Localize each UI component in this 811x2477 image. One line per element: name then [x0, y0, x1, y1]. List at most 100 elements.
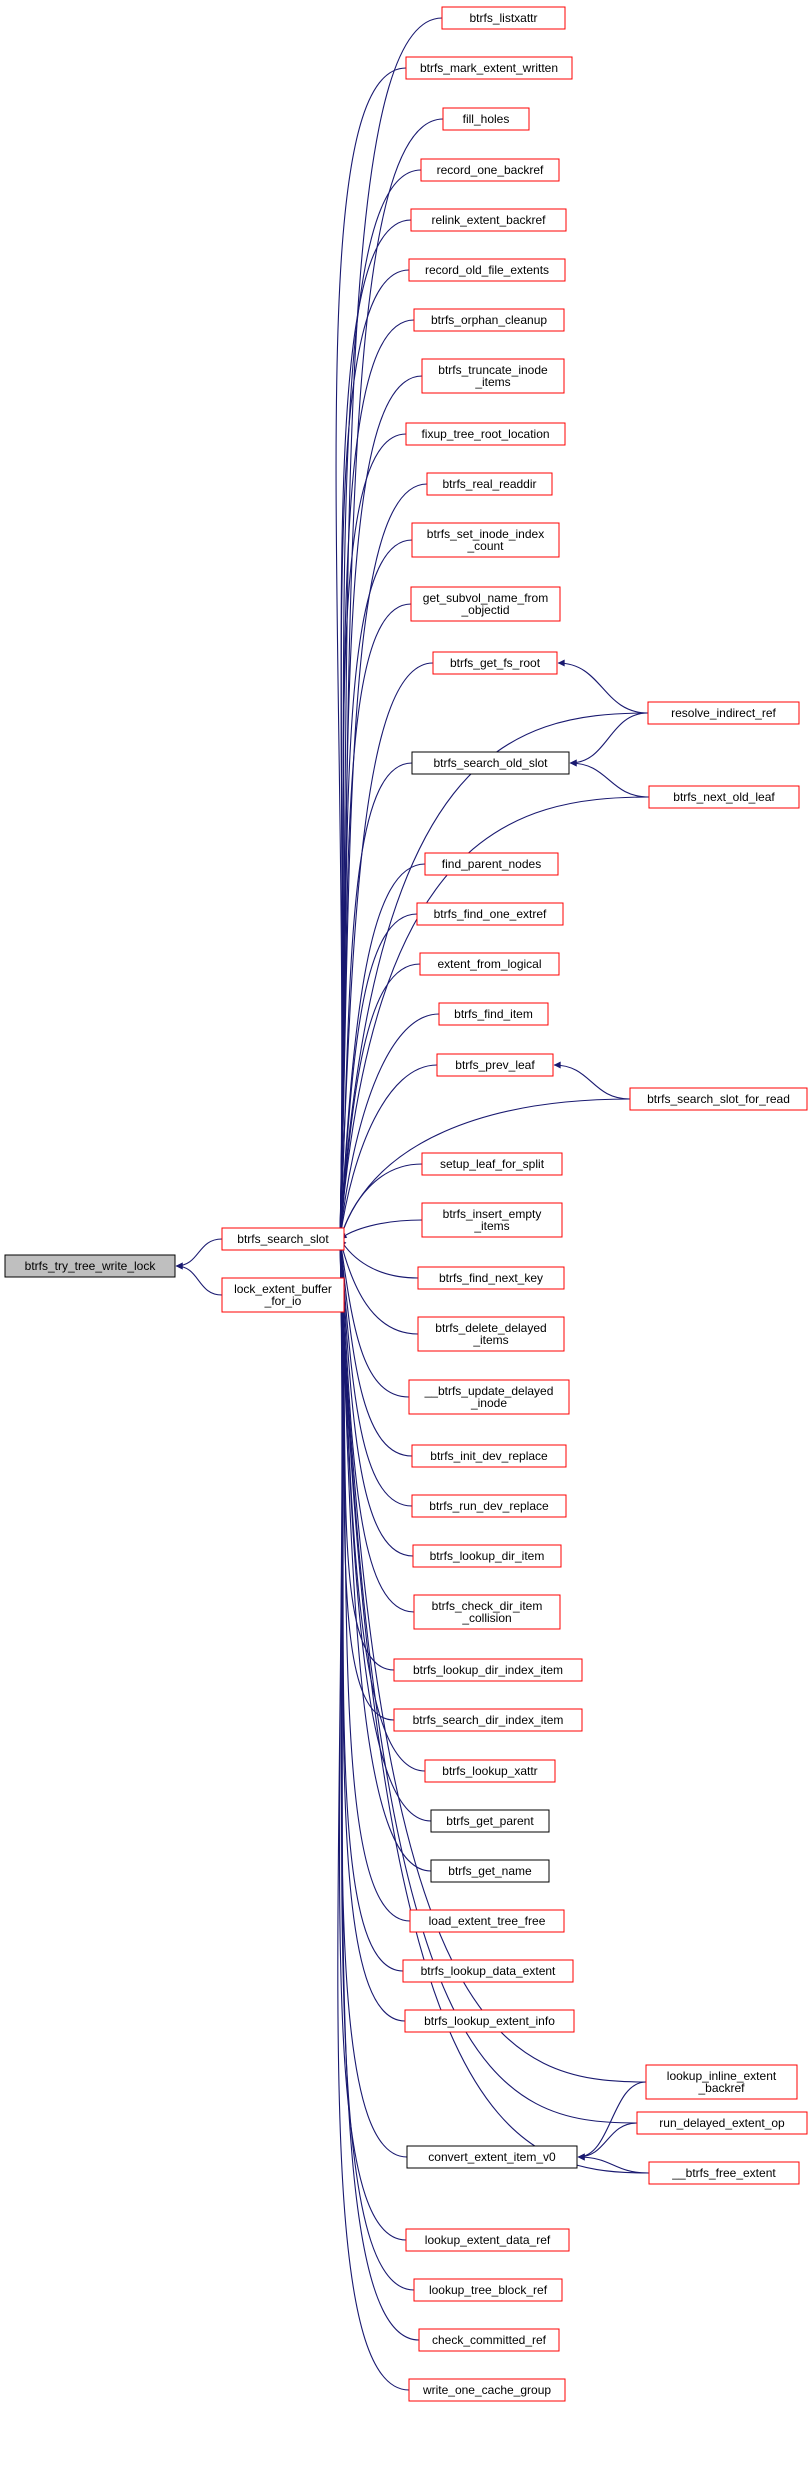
node-run-dev[interactable]: btrfs_run_dev_replace — [411, 1494, 567, 1518]
edge-update-delayed-to-search-slot — [337, 1238, 410, 1398]
node-box — [405, 422, 566, 446]
node-label: btrfs_orphan_cleanup — [431, 313, 547, 327]
node-box — [421, 1202, 563, 1238]
node-run-delayed[interactable]: run_delayed_extent_op — [636, 2111, 808, 2135]
node-box — [411, 751, 570, 775]
edge-lookup-dir-to-search-slot — [337, 1238, 414, 1557]
node-convert[interactable]: convert_extent_item_v0 — [406, 2145, 578, 2169]
node-box — [411, 1444, 567, 1468]
node-box — [410, 586, 561, 622]
node-label: btrfs_mark_extent_written — [420, 61, 558, 75]
edge-run-delayed-to-convert — [577, 2122, 638, 2161]
node-box — [648, 2161, 800, 2185]
edge-check-dir-to-search-slot — [336, 1238, 415, 1613]
node-search-slot[interactable]: btrfs_search_slot — [221, 1227, 345, 1251]
node-label: btrfs_real_readdir — [442, 477, 536, 491]
node-free-extent[interactable]: __btrfs_free_extent — [648, 2161, 800, 2185]
node-label: btrfs_prev_leaf — [455, 1058, 535, 1072]
node-box — [402, 1959, 574, 1983]
node-listxattr[interactable]: btrfs_listxattr — [441, 6, 566, 30]
node-label: __btrfs_free_extent — [671, 2166, 776, 2180]
node-label: load_extent_tree_free — [429, 1914, 546, 1928]
node-set-inode[interactable]: btrfs_set_inode_index_count — [411, 522, 560, 558]
node-label: btrfs_check_dir_item — [432, 1599, 543, 1613]
node-label: write_one_cache_group — [422, 2383, 551, 2397]
node-label: btrfs_find_next_key — [439, 1271, 543, 1285]
node-lookup-data-extent[interactable]: btrfs_lookup_data_extent — [402, 1959, 574, 1983]
node-resolve[interactable]: resolve_indirect_ref — [647, 701, 800, 725]
node-box — [441, 6, 566, 30]
node-search-old[interactable]: btrfs_search_old_slot — [411, 751, 570, 775]
node-box — [426, 472, 553, 496]
node-label: btrfs_truncate_inode — [438, 363, 548, 377]
node-mark-extent[interactable]: btrfs_mark_extent_written — [405, 56, 573, 80]
node-fill-holes[interactable]: fill_holes — [442, 107, 530, 131]
node-box — [438, 1002, 549, 1026]
edge-search-old-to-search-slot — [336, 762, 413, 1240]
node-label: _backref — [697, 2081, 745, 2095]
node-write-one-cache[interactable]: write_one_cache_group — [408, 2378, 566, 2402]
node-label: lookup_tree_block_ref — [429, 2283, 548, 2297]
edge-lookup-extent-info-to-search-slot — [336, 1238, 406, 2022]
node-delete-delayed[interactable]: btrfs_delete_delayed_items — [417, 1316, 565, 1352]
edge-run-dev-to-search-slot — [337, 1238, 413, 1507]
edge-resolve-to-search-slot — [336, 712, 649, 1240]
edge-delete-delayed-to-search-slot — [338, 1238, 419, 1335]
node-relink[interactable]: relink_extent_backref — [410, 208, 567, 232]
node-label: btrfs_run_dev_replace — [429, 1499, 549, 1513]
node-record-old[interactable]: record_old_file_extents — [408, 258, 566, 282]
node-find-item[interactable]: btrfs_find_item — [438, 1002, 549, 1026]
node-record-one-backref[interactable]: record_one_backref — [420, 158, 560, 182]
node-lookup-dir[interactable]: btrfs_lookup_dir_item — [412, 1544, 562, 1568]
node-get-subvol[interactable]: get_subvol_name_from_objectid — [410, 586, 561, 622]
node-get-fs-root[interactable]: btrfs_get_fs_root — [432, 651, 558, 675]
node-label: btrfs_lookup_extent_info — [424, 2014, 555, 2028]
node-prev-leaf[interactable]: btrfs_prev_leaf — [436, 1053, 554, 1077]
node-label: setup_leaf_for_split — [440, 1157, 545, 1171]
node-fixup[interactable]: fixup_tree_root_location — [405, 422, 566, 446]
node-lock-extent[interactable]: lock_extent_buffer_for_io — [221, 1277, 345, 1313]
node-real-readdir[interactable]: btrfs_real_readdir — [426, 472, 553, 496]
node-label: btrfs_find_item — [454, 1007, 533, 1021]
node-extent-from-logical[interactable]: extent_from_logical — [419, 952, 560, 976]
edge-layer — [175, 17, 650, 2391]
node-lookup-extent-info[interactable]: btrfs_lookup_extent_info — [404, 2009, 575, 2033]
node-setup-leaf[interactable]: setup_leaf_for_split — [421, 1152, 563, 1176]
node-insert-empty[interactable]: btrfs_insert_empty_items — [421, 1202, 563, 1238]
node-label: extent_from_logical — [437, 957, 541, 971]
node-box — [412, 1544, 562, 1568]
node-update-delayed[interactable]: __btrfs_update_delayed_inode — [408, 1379, 570, 1415]
node-label: find_parent_nodes — [442, 857, 541, 871]
node-find-one-extref[interactable]: btrfs_find_one_extref — [416, 902, 564, 926]
node-get-name[interactable]: btrfs_get_name — [430, 1859, 550, 1883]
node-label: run_delayed_extent_op — [659, 2116, 785, 2130]
node-lookup-extent-data-ref[interactable]: lookup_extent_data_ref — [405, 2228, 570, 2252]
node-get-parent[interactable]: btrfs_get_parent — [430, 1809, 550, 1833]
node-label: _inode — [470, 1396, 507, 1410]
node-orphan[interactable]: btrfs_orphan_cleanup — [413, 308, 565, 332]
node-label: btrfs_find_one_extref — [434, 907, 547, 921]
node-search-for-read[interactable]: btrfs_search_slot_for_read — [629, 1087, 808, 1111]
node-check-committed[interactable]: check_committed_ref — [418, 2328, 560, 2352]
node-box — [409, 1909, 565, 1933]
node-box — [430, 1809, 550, 1833]
node-lookup-tree-block[interactable]: lookup_tree_block_ref — [413, 2278, 563, 2302]
node-box — [645, 2064, 798, 2100]
node-lookup-dir-index[interactable]: btrfs_lookup_dir_index_item — [393, 1658, 583, 1682]
node-find-parent[interactable]: find_parent_nodes — [424, 852, 559, 876]
node-box — [421, 1152, 563, 1176]
node-box — [420, 158, 560, 182]
node-lookup-inline[interactable]: lookup_inline_extent_backref — [645, 2064, 798, 2100]
node-check-dir[interactable]: btrfs_check_dir_item_collision — [413, 1594, 561, 1630]
node-truncate[interactable]: btrfs_truncate_inode_items — [421, 358, 565, 394]
node-next-old[interactable]: btrfs_next_old_leaf — [648, 785, 800, 809]
node-search-dir-index[interactable]: btrfs_search_dir_index_item — [393, 1708, 583, 1732]
node-box — [393, 1658, 583, 1682]
node-label: _items — [474, 375, 510, 389]
node-find-next-key[interactable]: btrfs_find_next_key — [417, 1266, 565, 1290]
node-init-dev[interactable]: btrfs_init_dev_replace — [411, 1444, 567, 1468]
node-label: btrfs_try_tree_write_lock — [25, 1259, 157, 1273]
node-lookup-xattr[interactable]: btrfs_lookup_xattr — [424, 1759, 556, 1783]
node-box — [413, 1594, 561, 1630]
node-load-extent[interactable]: load_extent_tree_free — [409, 1909, 565, 1933]
